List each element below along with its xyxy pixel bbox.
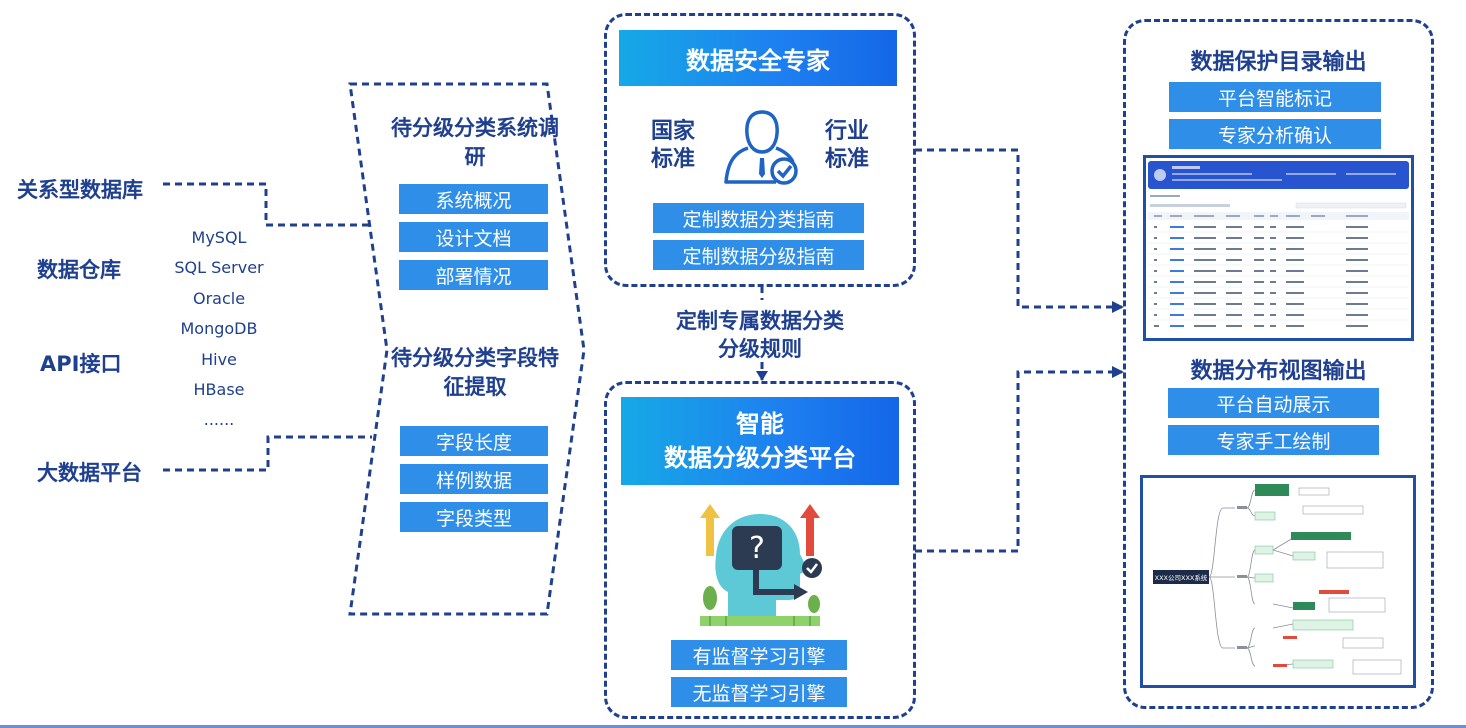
mindmap-root-label: XXX公司XXX系统	[1155, 573, 1208, 582]
source-big-data: 大数据平台	[37, 461, 142, 485]
ai-brain-question-icon: ?	[700, 504, 822, 626]
db-item: Hive	[201, 350, 237, 369]
research-item: 样例数据	[400, 464, 548, 494]
output-panel	[1123, 19, 1434, 709]
arrow-head	[1112, 301, 1124, 313]
map-item: 平台自动展示	[1168, 388, 1379, 418]
expert-item: 定制数据分级指南	[653, 240, 864, 270]
db-item: SQL Server	[174, 258, 264, 277]
db-item: HBase	[193, 380, 245, 399]
source-api: API接口	[40, 352, 122, 376]
rules-label: 定制专属数据分类分级规则	[676, 309, 844, 361]
research-panel-outline	[348, 82, 586, 616]
map-item: 专家手工绘制	[1168, 425, 1379, 455]
arrow-head	[1112, 366, 1124, 378]
research-item: 系统概况	[399, 184, 548, 214]
platform-item: 无监督学习引擎	[671, 677, 847, 707]
expert-header: 数据安全专家	[619, 30, 897, 86]
svg-text:?: ?	[749, 531, 765, 566]
bottom-accent-line	[0, 725, 1466, 728]
connector-expert-output	[915, 148, 1122, 309]
db-item: MongoDB	[180, 319, 258, 338]
connector-relational	[163, 182, 372, 227]
research-item: 字段长度	[400, 426, 548, 456]
research-item: 设计文档	[399, 222, 548, 252]
research-item: 部署情况	[399, 260, 548, 290]
source-relational-db: 关系型数据库	[17, 178, 143, 202]
catalog-item: 专家分析确认	[1169, 119, 1381, 149]
mindmap-thumbnail: XXX公司XXX系统	[1140, 475, 1416, 688]
platform-panel	[604, 381, 916, 719]
research-title-fields: 待分级分类字段特征提取	[391, 346, 559, 399]
source-data-warehouse: 数据仓库	[37, 258, 121, 282]
map-title: 数据分布视图输出	[1190, 359, 1367, 384]
platform-header-line1: 智能	[736, 410, 784, 438]
catalog-title: 数据保护目录输出	[1190, 50, 1367, 75]
catalog-table-thumbnail	[1143, 155, 1414, 341]
db-item: Oracle	[192, 289, 246, 308]
platform-item: 有监督学习引擎	[671, 640, 847, 670]
research-title-system: 待分级分类系统调研	[391, 116, 559, 169]
db-item: ......	[203, 410, 235, 429]
db-item: MySQL	[191, 228, 247, 247]
industry-standard-label: 行业标准	[824, 119, 869, 172]
expert-user-icon	[724, 110, 798, 185]
platform-header-line2: 数据分级分类平台	[664, 444, 856, 472]
connector-platform-output	[915, 370, 1122, 553]
catalog-item: 平台智能标记	[1169, 82, 1381, 112]
national-standard-label: 国家标准	[650, 119, 695, 172]
expert-panel	[604, 13, 916, 287]
table-preview-graphic	[1148, 161, 1409, 327]
platform-header: 智能 数据分级分类平台	[621, 397, 899, 485]
mindmap-preview-graphic: XXX公司XXX系统	[1153, 484, 1402, 675]
expert-item: 定制数据分类指南	[653, 203, 864, 233]
connector-bigdata	[163, 435, 372, 472]
arrow-head	[756, 371, 768, 381]
research-item: 字段类型	[400, 502, 548, 532]
